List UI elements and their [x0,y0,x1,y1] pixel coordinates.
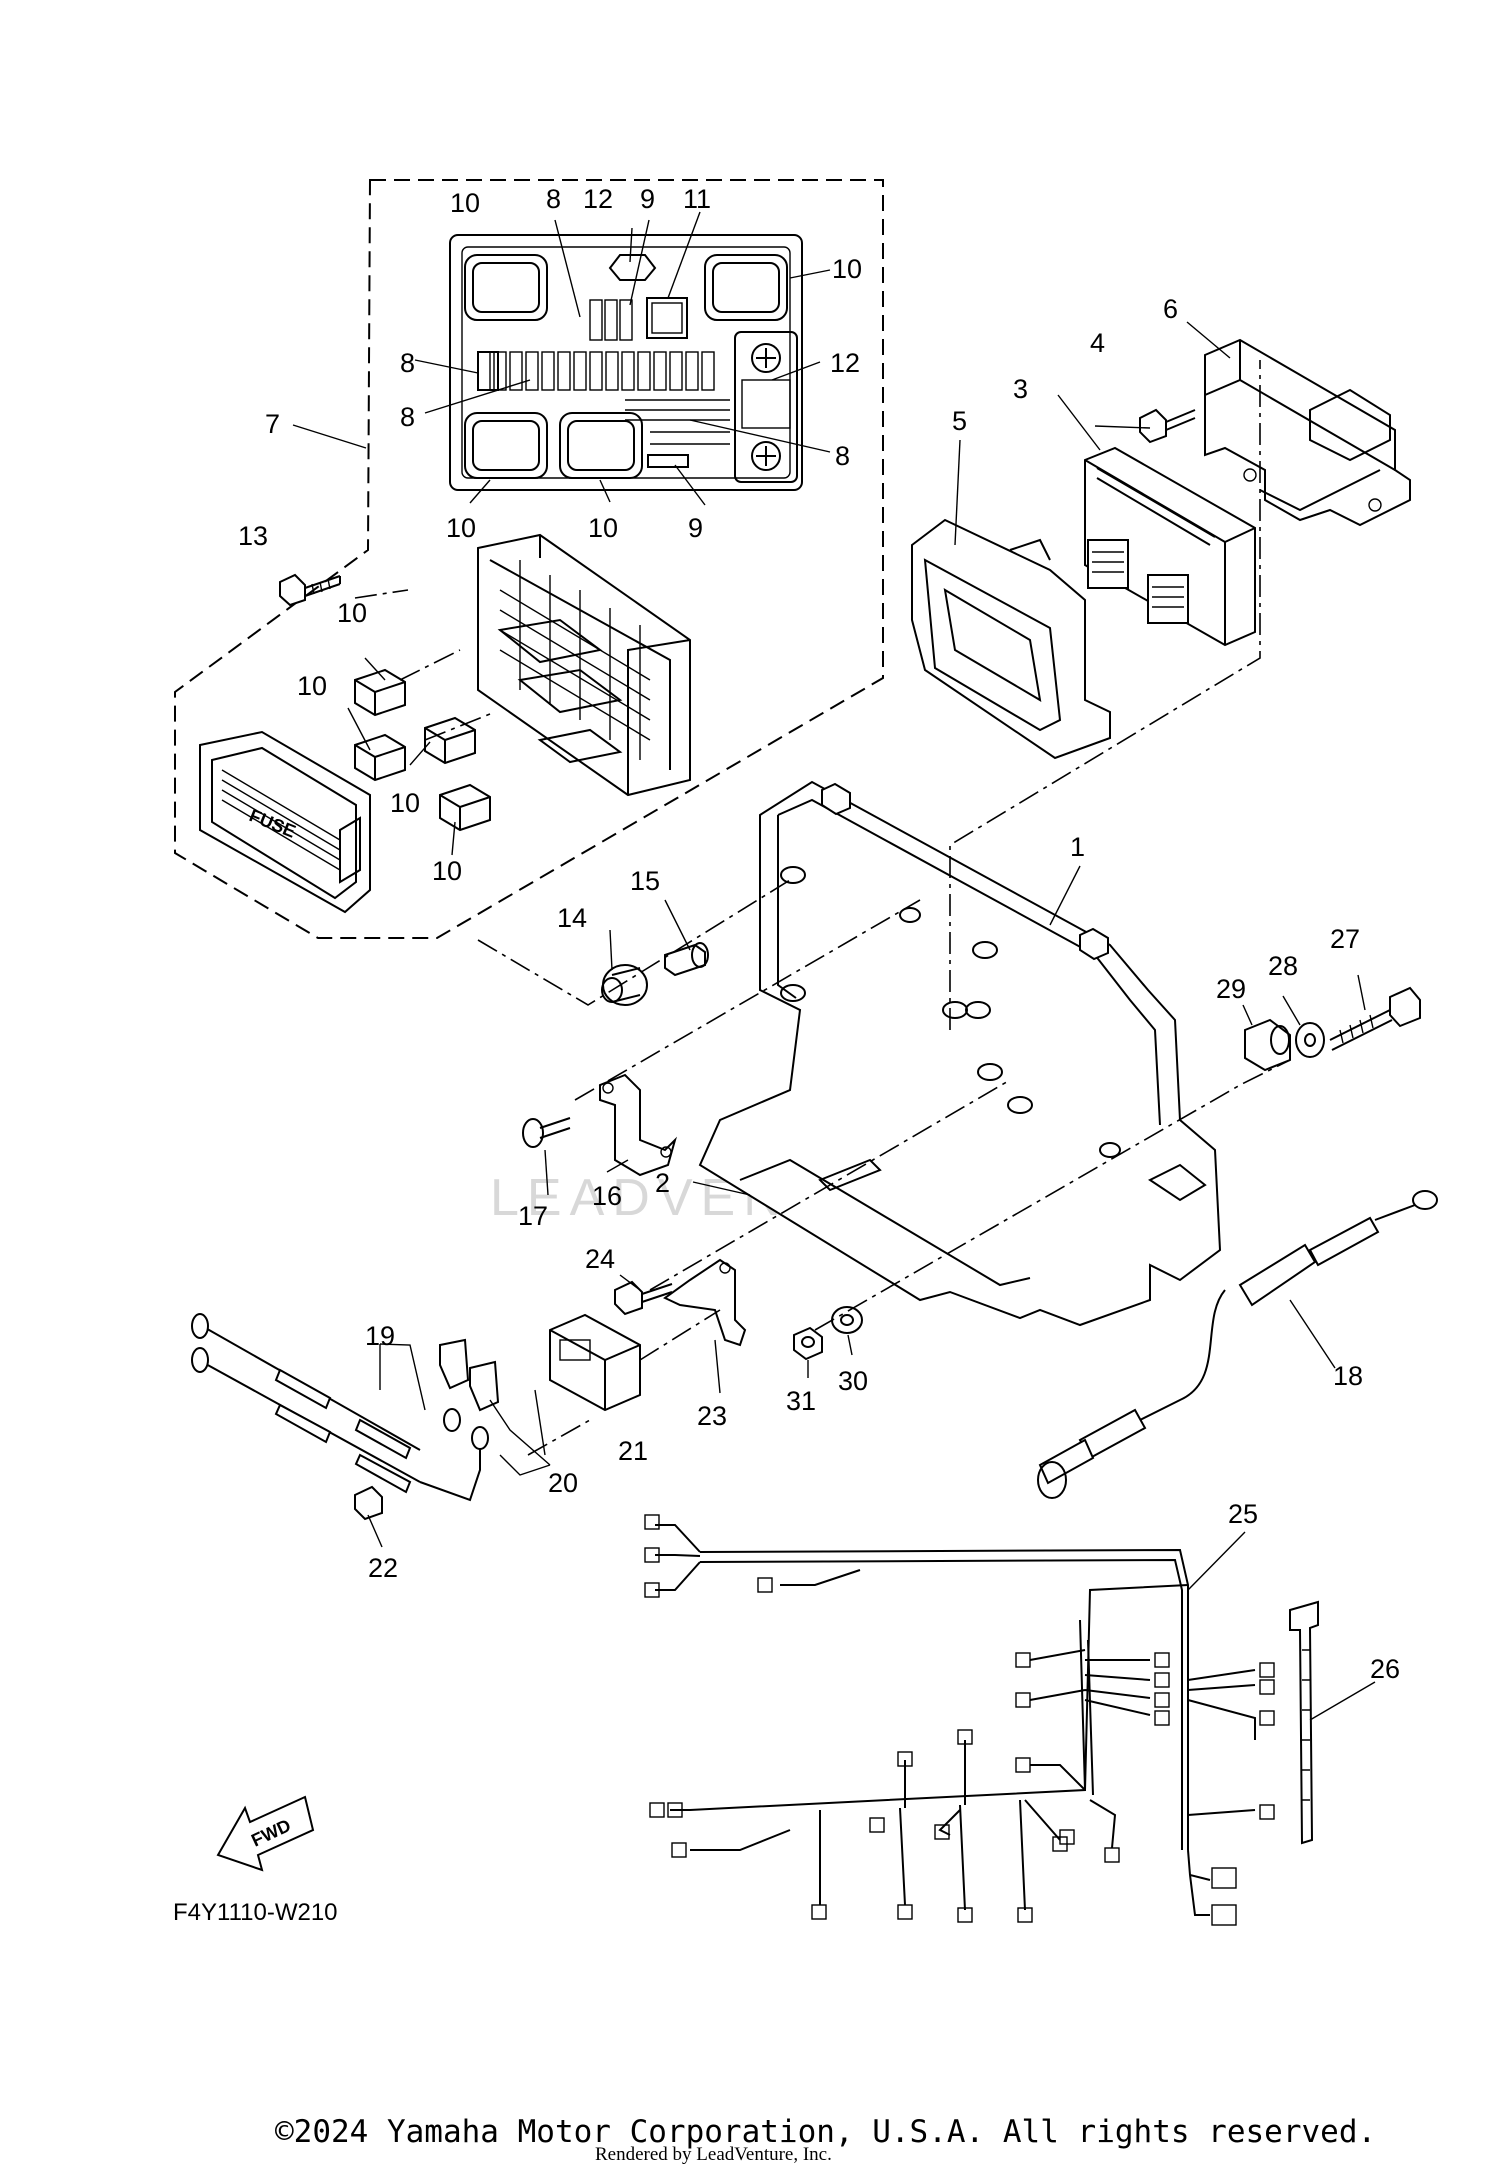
ecu-bracket [1204,338,1411,527]
collar-15 [664,942,709,977]
callout-4: 4 [1090,328,1105,358]
ecu-cover [911,518,1111,760]
fuse-cover: FUSE [199,730,371,914]
callout-9: 9 [640,184,655,214]
callout-18: 18 [1333,1361,1363,1391]
callout-8: 8 [400,348,415,378]
bracket-23 [663,1258,747,1347]
relays [354,668,491,832]
callout-12: 12 [830,348,860,378]
screw-17 [522,1117,571,1148]
callout-20: 20 [548,1468,578,1498]
harness-connectors [644,1514,1275,1926]
callout-11: 11 [683,184,711,214]
fwd-arrow: FWD [216,1795,315,1872]
assembly-lines [354,360,1291,1456]
callout-15: 15 [630,866,660,896]
callout-8: 8 [835,441,850,471]
callout-10: 10 [832,254,862,284]
callout-1: 1 [1070,832,1085,862]
callout-7: 7 [265,409,280,439]
bolt-24 [614,1280,673,1316]
callout-29: 29 [1216,974,1246,1004]
bracket-16 [599,1073,677,1177]
bolt-22 [354,1485,383,1521]
callout-2: 2 [655,1168,670,1198]
callout-27: 27 [1330,924,1360,954]
rendered-by-note: Rendered by LeadVenture, Inc. [595,2144,832,2165]
callout-30: 30 [838,1366,868,1396]
fuse-box-top-view [449,234,803,491]
callout-24: 24 [585,1244,615,1274]
callout-25: 25 [1228,1499,1258,1529]
bolt-27 [1329,986,1421,1051]
grommet-14 [601,964,648,1006]
callout-5: 5 [952,406,967,436]
cable-tie-26 [1289,1600,1319,1845]
callout-16: 16 [592,1181,622,1211]
callout-8: 8 [546,184,561,214]
diagram-code: F4Y1110-W210 [173,1899,338,1926]
fuse-box-exploded [477,533,691,797]
ground-cable-18 [1037,1190,1438,1499]
wire-harness-25 [644,1514,1275,1926]
callout-9: 9 [688,513,703,543]
callout-10: 10 [588,513,618,543]
callout-12: 12 [583,184,613,214]
callout-22: 22 [368,1553,398,1583]
main-tray [698,780,1222,1327]
copyright-notice: ©2024 Yamaha Motor Corporation, U.S.A. A… [275,2114,1376,2150]
callout-8: 8 [400,402,415,432]
callout-14: 14 [557,903,587,933]
washer-30 [831,1306,863,1334]
regulator-21 [549,1313,641,1412]
leader-lines [292,211,1376,1721]
bolt-13 [279,573,341,607]
callout-28: 28 [1268,951,1298,981]
callout-3: 3 [1013,374,1028,404]
callout-10: 10 [450,188,480,218]
callout-10: 10 [446,513,476,543]
callout-17: 17 [518,1201,548,1231]
bolt-4 [1139,408,1196,444]
callout-26: 26 [1370,1654,1400,1684]
callout-6: 6 [1163,294,1178,324]
nut-31 [793,1326,823,1361]
callout-21: 21 [618,1436,648,1466]
callout-labels: 10 8 12 9 11 10 8 12 7 8 8 10 10 9 13 10… [238,184,1400,1684]
callout-10: 10 [390,788,420,818]
callout-23: 23 [697,1401,727,1431]
washer-28 [1295,1022,1325,1058]
callout-10: 10 [297,671,327,701]
callout-13: 13 [238,521,268,551]
fuse-group-boundary [174,179,884,939]
callout-10: 10 [337,598,367,628]
callout-19: 19 [365,1321,395,1351]
callout-31: 31 [786,1386,816,1416]
callout-10: 10 [432,856,462,886]
ecu-unit [1084,446,1256,647]
battery-leads [191,1313,500,1502]
